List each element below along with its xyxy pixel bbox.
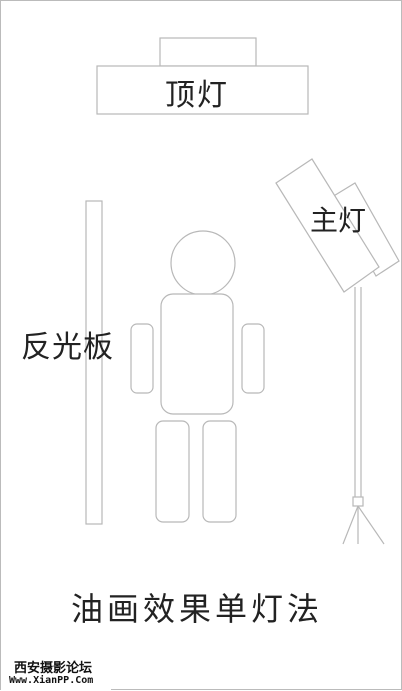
watermark-url: Www.XianPP.Com [9,675,94,686]
key-light [275,158,400,293]
figure-left-arm [130,323,154,394]
top-light-box [96,65,309,115]
key-light-label: 主灯 [310,204,367,237]
figure-head [170,230,236,296]
watermark-site-name: 西安摄影论坛 [14,661,93,676]
key-light-head [275,158,380,293]
reflector-label: 反光板 [21,330,114,365]
figure-left-leg [155,420,190,523]
figure-torso [160,293,234,415]
diagram-caption: 油画效果单灯法 [71,590,324,628]
light-stand [342,287,385,545]
figure-right-arm [241,323,265,394]
watermark: 西安摄影论坛 Www.XianPP.Com [1,653,111,691]
figure-right-leg [202,420,237,523]
top-light-cap [159,37,257,67]
reflector-board [85,200,103,525]
top-light-label: 顶灯 [165,78,229,113]
